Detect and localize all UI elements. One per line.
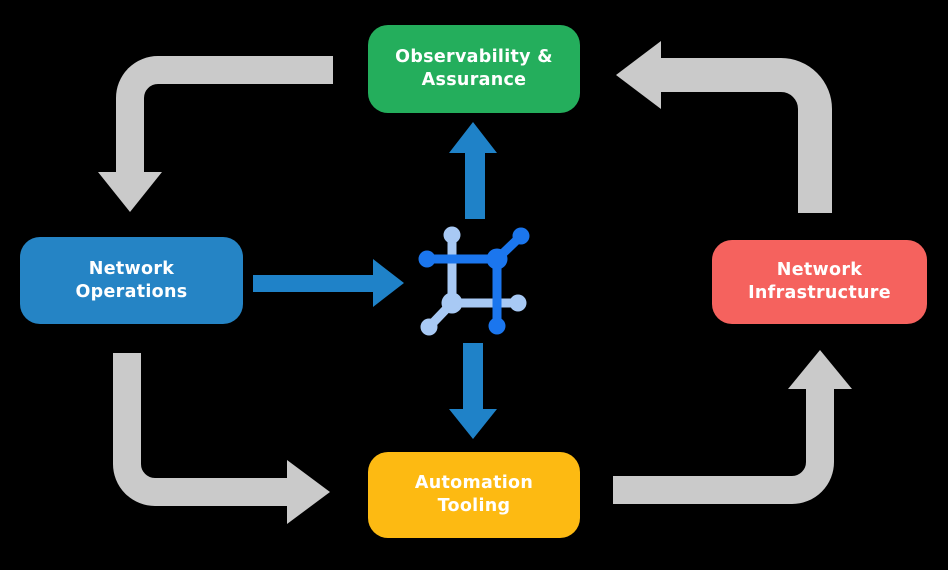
blue-arrow-down-head bbox=[449, 409, 497, 439]
network-hub-icon-light-layer bbox=[420, 226, 527, 336]
blue-arrow-right-shaft bbox=[253, 275, 373, 292]
node-label-line: Assurance bbox=[421, 70, 527, 90]
node-label-line: Infrastructure bbox=[748, 283, 891, 303]
gray-arrow-top-right bbox=[616, 41, 832, 213]
gray-arrow-top-left-head bbox=[98, 172, 162, 212]
blue-arrow-right-head bbox=[373, 259, 404, 307]
blue-arrow-down-shaft bbox=[463, 343, 483, 410]
gray-arrow-bottom-left bbox=[113, 353, 330, 524]
node-label-line: Operations bbox=[75, 281, 188, 302]
node-label-line: Observability & bbox=[395, 47, 553, 67]
gray-arrow-top-left-shaft bbox=[116, 56, 333, 173]
blue-arrow-center-to-observability bbox=[449, 122, 497, 219]
network-hub-icon bbox=[418, 226, 530, 336]
node-label-line: Network bbox=[776, 260, 863, 280]
gray-arrow-top-right-head bbox=[616, 41, 661, 109]
gray-arrow-top-left bbox=[98, 56, 333, 212]
gray-arrow-bottom-right-head bbox=[788, 350, 852, 389]
node-label-line: Automation bbox=[414, 473, 534, 493]
gray-arrow-bottom-left-shaft bbox=[113, 353, 288, 506]
gray-arrow-top-right-shaft bbox=[661, 58, 832, 213]
gray-arrow-bottom-right-shaft bbox=[613, 389, 834, 504]
node-automation-tooling: Automation Tooling bbox=[368, 452, 580, 538]
node-label-line: Network bbox=[88, 258, 175, 279]
node-network-operations: Network Operations bbox=[20, 237, 243, 324]
blue-arrow-center-to-automation bbox=[449, 343, 497, 439]
node-label-line: Tooling bbox=[437, 496, 511, 516]
node-observability-assurance: Observability & Assurance bbox=[368, 25, 580, 113]
network-hub-icon-dark-layer bbox=[418, 227, 530, 335]
node-network-infrastructure: Network Infrastructure bbox=[712, 240, 927, 324]
gray-arrow-bottom-left-head bbox=[287, 460, 330, 524]
blue-arrow-ops-to-center bbox=[253, 259, 404, 307]
blue-arrow-up-head bbox=[449, 122, 497, 153]
gray-arrow-bottom-right bbox=[613, 350, 852, 504]
blue-arrow-up-shaft bbox=[465, 152, 485, 219]
